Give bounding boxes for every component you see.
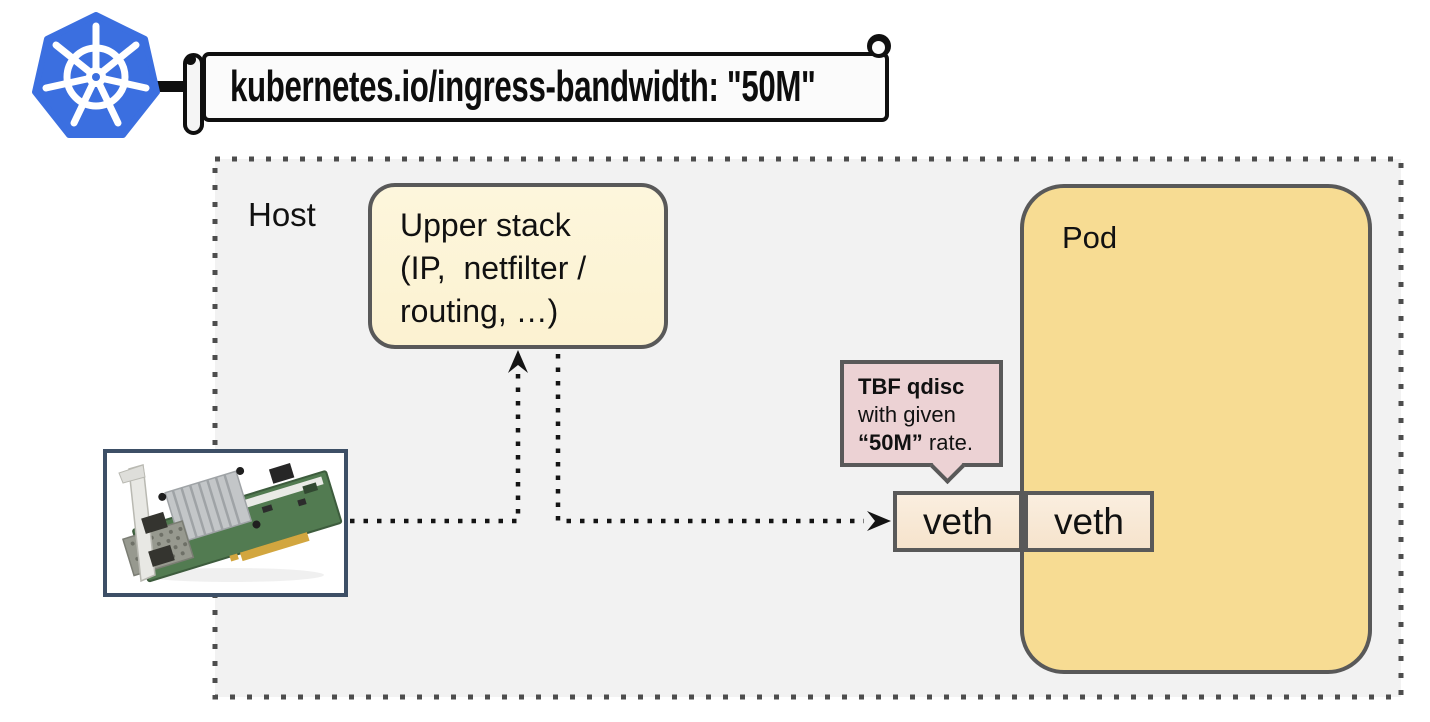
upper-stack-line3: routing, …)	[400, 293, 559, 329]
banner-curl-icon	[867, 34, 891, 58]
banner-scroll-roll	[183, 53, 204, 135]
upperstack-to-veth-dotted-line	[555, 354, 864, 524]
tbf-callout: TBF qdisc with given “50M” rate.	[840, 360, 1003, 485]
logo-banner-connector	[150, 81, 192, 92]
annotation-banner: kubernetes.io/ingress-bandwidth: "50M"	[202, 52, 889, 122]
tbf-callout-line3: “50M” rate.	[858, 429, 993, 457]
upper-stack-line1: Upper stack	[400, 207, 571, 243]
veth-pod-label: veth	[1054, 500, 1124, 542]
nic-image-box	[103, 449, 348, 597]
tbf-callout-rate-rest: rate.	[922, 430, 973, 455]
veth-pod-box: veth	[1024, 491, 1154, 552]
tbf-callout-line2: with given	[858, 402, 956, 427]
nic-to-upperstack-dotted-line	[350, 372, 521, 524]
veth-host-label: veth	[923, 500, 993, 542]
kubernetes-logo-icon	[32, 12, 160, 138]
arrowhead-right-icon	[867, 511, 891, 531]
annotation-text: kubernetes.io/ingress-bandwidth: "50M"	[230, 62, 816, 111]
upper-stack-box: Upper stack (IP, netfilter / routing, …)	[368, 183, 668, 349]
upper-stack-line2: (IP, netfilter /	[400, 250, 587, 286]
tbf-callout-rate-value: “50M”	[858, 430, 923, 455]
arrowhead-up-icon	[508, 350, 528, 373]
tbf-callout-title: TBF qdisc	[858, 374, 965, 399]
host-label: Host	[248, 196, 316, 233]
veth-host-box: veth	[893, 491, 1023, 552]
network-card-icon	[118, 463, 343, 583]
pod-box: Pod	[1020, 184, 1372, 674]
pod-label: Pod	[1062, 220, 1118, 255]
